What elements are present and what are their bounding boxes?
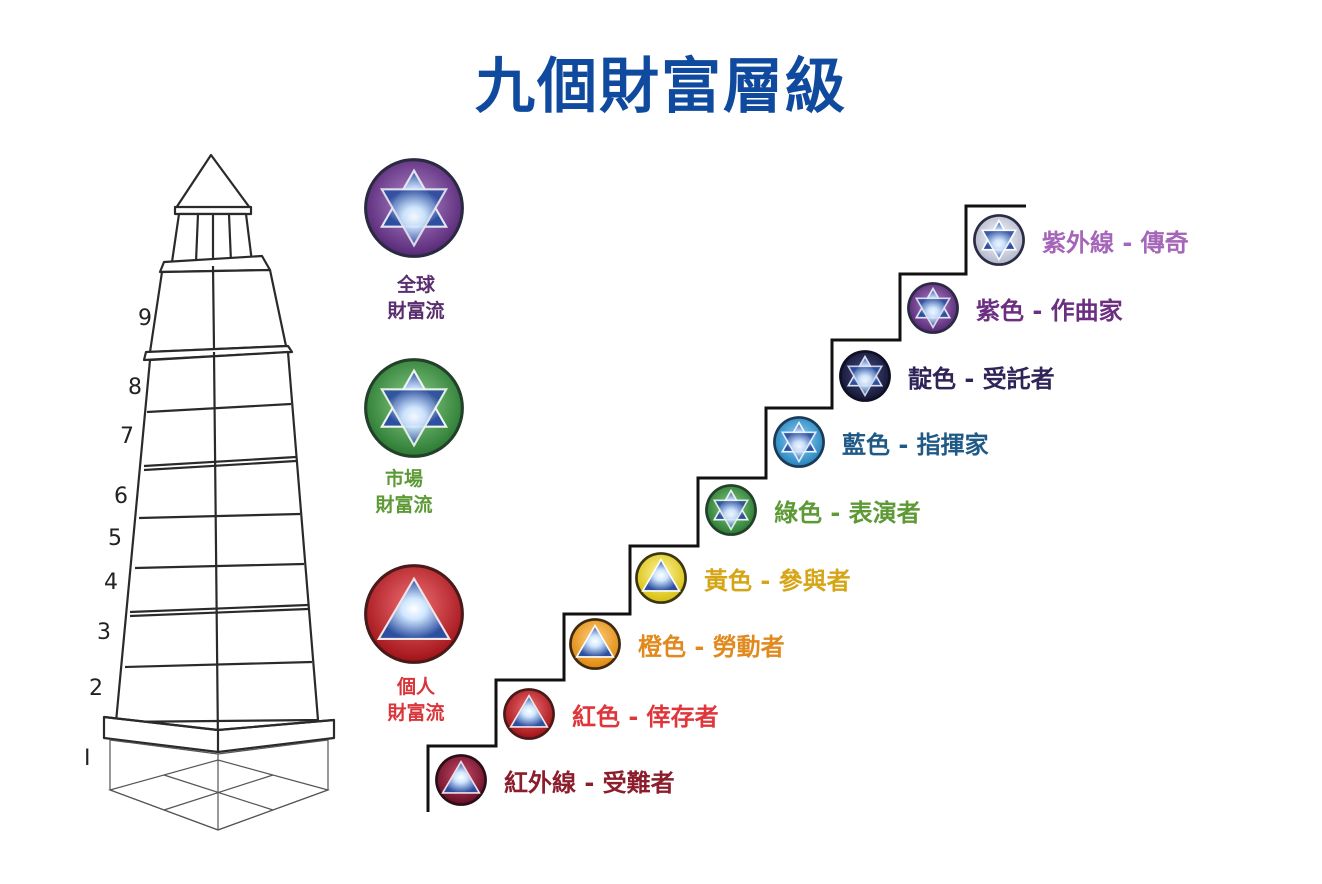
level-item-purple: 紫色 - 作曲家 <box>906 280 1123 336</box>
level-item-ultraviolet: 紫外線 - 傳奇 <box>972 212 1189 268</box>
level-item-blue: 藍色 - 指揮家 <box>772 414 989 470</box>
orange-triangle-emblem <box>569 618 621 670</box>
stream-label-line: 全球 <box>396 274 435 296</box>
green-star-emblem <box>705 484 757 536</box>
level-item-indigo: 靛色 - 受託者 <box>838 348 1055 404</box>
level-item-yellow: 黃色 - 參與者 <box>634 550 851 606</box>
level-label: 黃色 - 參與者 <box>704 566 851 595</box>
ultraviolet-star-emblem <box>973 214 1025 266</box>
level-label: 靛色 - 受託者 <box>908 364 1055 393</box>
floor-number-7: 7 <box>120 424 134 449</box>
blue-star-emblem <box>773 416 825 468</box>
purple-star-emblem <box>364 158 464 258</box>
yellow-triangle-emblem <box>635 552 687 604</box>
floor-number-5: 5 <box>108 526 122 551</box>
floor-number-4: 4 <box>104 570 118 595</box>
page-title: 九個財富層級 <box>475 52 847 122</box>
green-star-emblem <box>364 358 464 458</box>
level-item-red: 紅色 - 倖存者 <box>502 686 719 742</box>
stream-label-line: 財富流 <box>387 702 445 724</box>
stream-label-market: 市場 財富流 <box>334 466 474 518</box>
stream-label-line: 市場 <box>384 468 423 490</box>
floor-number-3: 3 <box>97 620 111 645</box>
stream-label-global: 全球 財富流 <box>346 272 486 324</box>
floor-number-8: 8 <box>128 375 142 400</box>
stream-label-line: 財富流 <box>375 494 433 516</box>
level-label: 藍色 - 指揮家 <box>842 430 989 459</box>
level-label: 紫外線 - 傳奇 <box>1042 228 1189 257</box>
red-triangle-emblem <box>364 564 464 664</box>
floor-number-2: 2 <box>89 676 103 701</box>
purple-star-emblem <box>907 282 959 334</box>
level-label: 紅色 - 倖存者 <box>572 702 719 731</box>
floor-number-6: 6 <box>114 484 128 509</box>
stream-label-line: 財富流 <box>387 300 445 322</box>
level-label: 紅外線 - 受難者 <box>504 768 675 797</box>
floor-number-1: I <box>84 746 91 771</box>
level-label: 綠色 - 表演者 <box>774 498 921 527</box>
level-label: 橙色 - 勞動者 <box>638 632 785 661</box>
indigo-star-emblem <box>839 350 891 402</box>
level-item-green: 綠色 - 表演者 <box>704 482 921 538</box>
level-label: 紫色 - 作曲家 <box>976 296 1123 325</box>
infrared-triangle-emblem <box>435 754 487 806</box>
red-triangle-emblem <box>503 688 555 740</box>
floor-number-9: 9 <box>138 306 152 331</box>
level-item-infrared: 紅外線 - 受難者 <box>434 752 675 808</box>
level-item-orange: 橙色 - 勞動者 <box>568 616 785 672</box>
stream-label-personal: 個人 財富流 <box>346 674 486 726</box>
stream-label-line: 個人 <box>396 676 435 698</box>
